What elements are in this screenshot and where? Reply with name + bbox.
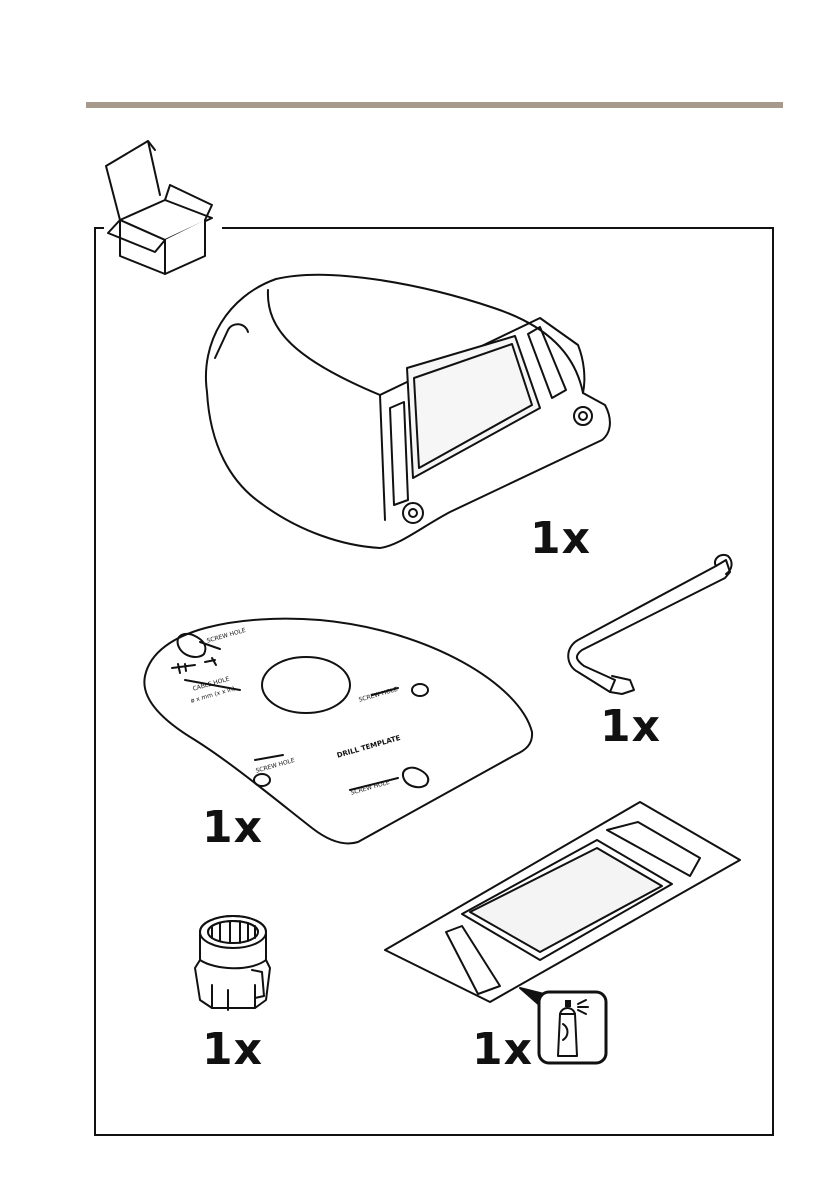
protective-film-icon [385,802,740,1002]
film-quantity: 1x [472,1028,533,1072]
open-box-icon [104,141,222,284]
camera-quantity: 1x [530,517,591,561]
socket-bit-icon [195,916,270,1010]
camera-housing-icon [206,275,610,548]
template-quantity: 1x [202,806,263,850]
key-quantity: 1x [600,705,661,749]
torx-key-icon [568,555,731,694]
socket-quantity: 1x [202,1028,263,1072]
